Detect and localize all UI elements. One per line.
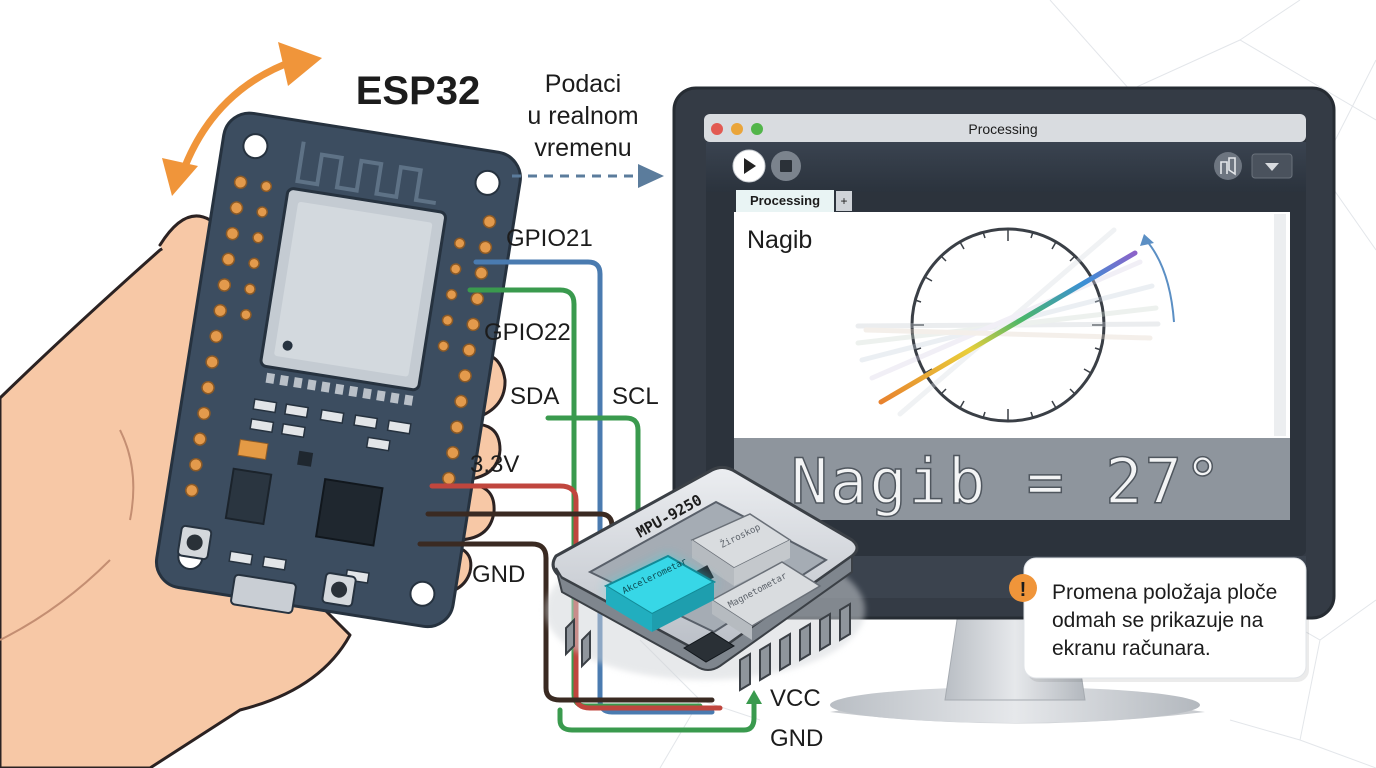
pin-label-gpio22: GPIO22 (484, 319, 571, 346)
tab-processing-label: Processing (750, 193, 820, 208)
note-card: ! Promena položaja ploče odmah se prikaz… (1009, 557, 1309, 682)
debug-button[interactable] (1214, 152, 1242, 180)
pin-label-sda: SDA (510, 383, 559, 410)
esp32-board (154, 111, 522, 629)
voltage-regulator (224, 467, 273, 526)
window-toolbar (706, 142, 1306, 192)
board-title: ESP32 (356, 69, 481, 113)
pin-label-gnd-sensor: GND (770, 725, 823, 752)
led-component (237, 438, 269, 461)
note-line-1: Promena položaja ploče (1052, 581, 1277, 604)
window-close-button[interactable] (711, 123, 723, 135)
rotation-arc (1145, 239, 1175, 323)
realtime-label-line-1: Podaci (545, 70, 621, 98)
note-line-2: odmah se prikazuje na (1052, 609, 1264, 632)
sda-wire (557, 697, 757, 733)
tilt-readout: Nagib = 27° (791, 445, 1224, 518)
stop-icon (780, 160, 792, 172)
window-titlebar (704, 114, 1306, 142)
run-button[interactable] (732, 149, 766, 183)
realtime-arrow (512, 164, 664, 188)
chart-icon (1220, 157, 1236, 176)
tab-add-label: + (840, 194, 847, 208)
board-components (228, 398, 412, 584)
gnd-wire (417, 541, 715, 703)
mode-dropdown[interactable] (1251, 153, 1293, 179)
pin-label-gnd: GND (472, 561, 525, 588)
pin-label-scl: SCL (612, 383, 659, 410)
warning-icon (1009, 574, 1037, 602)
window-minimize-button[interactable] (731, 123, 743, 135)
left-header-pins (185, 175, 273, 498)
pin-label-vcc: VCC (770, 685, 821, 712)
processing-window: Processing Processing + Nagib (704, 114, 1306, 520)
sketch-label: Nagib (747, 226, 812, 254)
monitor-base (830, 687, 1200, 723)
readout-panel (734, 438, 1290, 520)
antenna-trace-icon (295, 141, 437, 206)
tilt-needle (878, 250, 1138, 405)
scl-wire-lower (545, 415, 641, 523)
tab-processing[interactable] (736, 190, 834, 212)
warning-icon-glyph: ! (1020, 579, 1027, 601)
right-header-pins (437, 214, 497, 486)
scl-wire (473, 259, 715, 715)
chevron-down-icon (1265, 163, 1279, 171)
tilt-dial (855, 227, 1175, 423)
stop-button[interactable] (771, 151, 801, 181)
mount-hole-icon (242, 133, 269, 160)
window-maximize-button[interactable] (751, 123, 763, 135)
rotation-arrow-icon (1140, 234, 1154, 246)
sda-arrow-icon (746, 690, 762, 704)
tilt-motion-arrow (162, 42, 322, 196)
pin-label-gpio21: GPIO21 (506, 225, 593, 252)
arrow-right-icon (638, 164, 664, 188)
usb-port (230, 573, 297, 614)
pin-label-3v3: 3.3V (470, 451, 519, 478)
note-line-3: ekranu računara. (1052, 637, 1211, 660)
realtime-label-line-2: u realnom (527, 102, 638, 130)
sketch-scrollbar[interactable] (1274, 214, 1286, 436)
window-title: Processing (968, 121, 1037, 137)
realtime-label-line-3: vremenu (534, 134, 631, 162)
usb-uart-chip (314, 478, 384, 547)
mpu9250-sensor: MPU-9250 Žiroskop Magnetometar Akcelerom… (545, 465, 865, 692)
tab-add-button[interactable] (836, 191, 852, 211)
sensor-pins (565, 602, 851, 692)
play-icon (744, 158, 756, 174)
